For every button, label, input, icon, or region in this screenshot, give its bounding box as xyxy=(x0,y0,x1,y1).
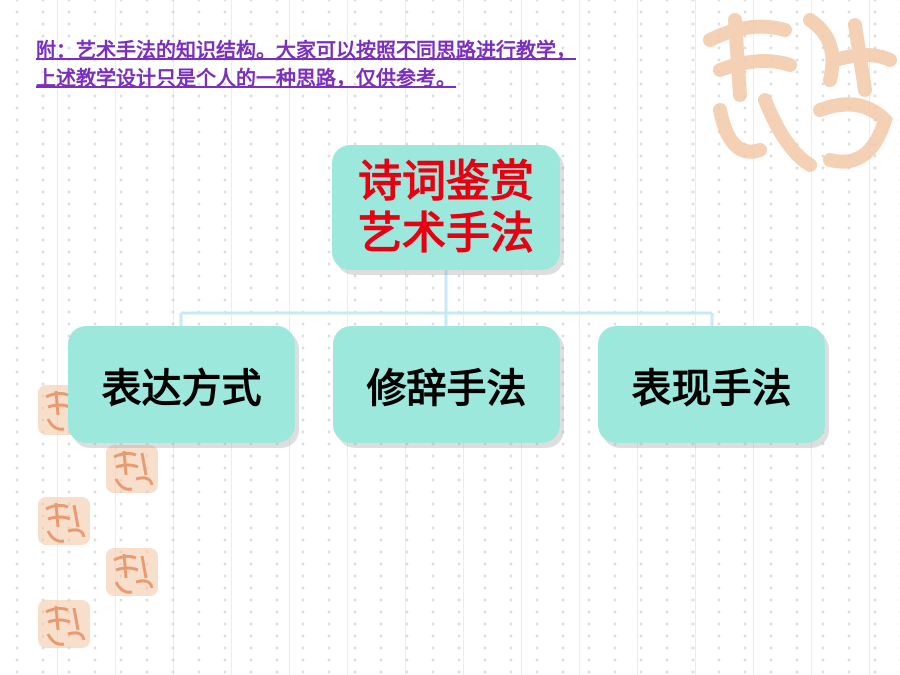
child-node-technique: 表现手法 xyxy=(598,326,825,443)
child-node-label: 修辞手法 xyxy=(366,365,527,412)
child-node-label: 表现手法 xyxy=(631,365,792,412)
reference-note: 附：艺术手法的知识结构。大家可以按照不同思路进行教学， 上述教学设计只是个人的一… xyxy=(36,36,716,92)
auspicious-seal-icon xyxy=(106,548,158,596)
root-node-line-1: 诗词鉴赏 xyxy=(358,155,534,207)
auspicious-seal-icon xyxy=(38,497,90,545)
child-node-expression: 表达方式 xyxy=(68,326,295,443)
auspicious-seal-icon xyxy=(38,600,90,648)
child-node-rhetoric: 修辞手法 xyxy=(333,326,560,443)
root-node: 诗词鉴赏 艺术手法 xyxy=(332,145,560,270)
auspicious-seal-icon xyxy=(703,13,897,172)
root-node-line-2: 艺术手法 xyxy=(358,207,534,259)
note-line-2: 上述教学设计只是个人的一种思路，仅供参考。 xyxy=(36,66,456,90)
auspicious-seal-icon xyxy=(106,445,158,493)
note-line-1: 附：艺术手法的知识结构。大家可以按照不同思路进行教学， xyxy=(36,38,576,62)
child-node-label: 表达方式 xyxy=(101,365,262,412)
